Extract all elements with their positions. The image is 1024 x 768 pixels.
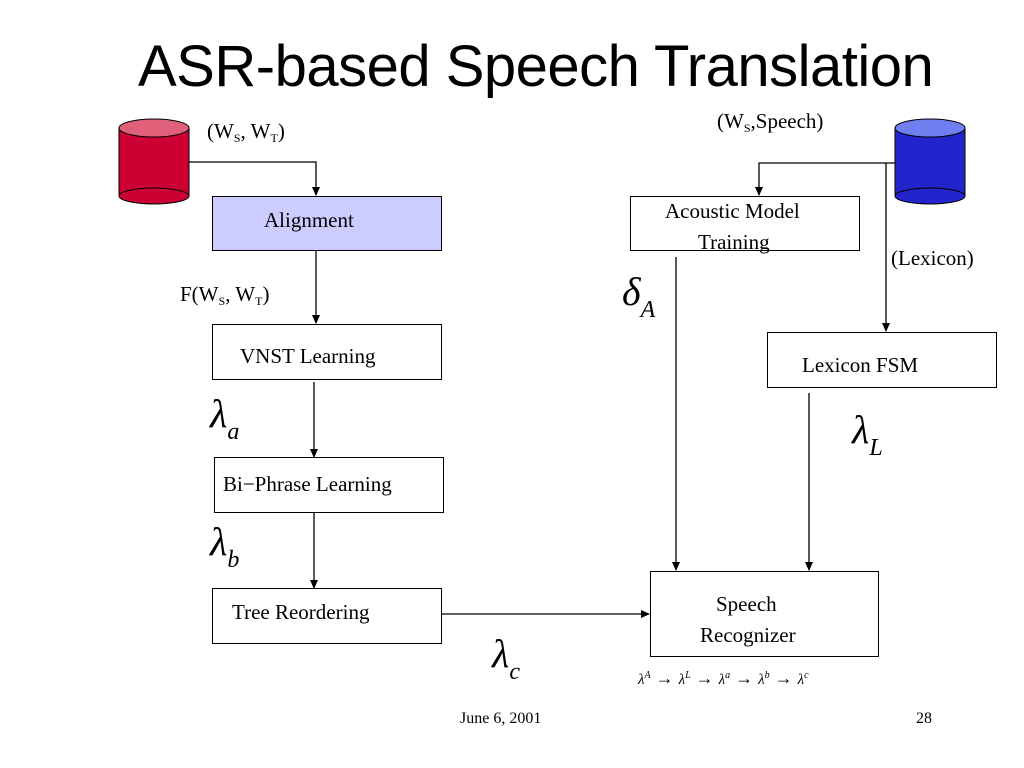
database-bottom (894, 187, 966, 205)
label-part: (W (207, 119, 234, 143)
composition-subscript: a (725, 670, 731, 681)
edge-db-to-alignment (189, 161, 320, 196)
acoustic-model-training-box (630, 196, 860, 251)
lexicon-fsm-label: Lexicon FSM (802, 353, 919, 377)
slide-page-number: 28 (916, 710, 932, 727)
composition-subscript: c (804, 670, 809, 681)
composition-arrow: → (735, 668, 754, 688)
alignment-label: Alignment (264, 208, 354, 232)
symbol-glyph: λ (210, 519, 228, 564)
database-body (119, 128, 189, 196)
f-ws-wt-label: F(WS, WT) (180, 281, 269, 314)
symbol-subscript: A (640, 297, 656, 323)
composition-sequence: λA→λL→λa→λb→λc (638, 668, 809, 689)
ws-speech-label: (WS,Speech) (717, 108, 823, 141)
connectors (189, 161, 895, 618)
tree-reordering-label: Tree Reordering (232, 600, 370, 624)
speech-recognizer-box (650, 571, 879, 657)
symbol-subscript: b (227, 547, 240, 573)
composition-arrow: → (655, 668, 674, 688)
label-part: ) (277, 119, 285, 143)
biphrase-learning-box (214, 457, 444, 513)
label-part: F(W (180, 282, 219, 306)
acoustic-model-label-line1: Acoustic Model (665, 199, 800, 223)
composition-subscript: L (685, 670, 691, 681)
composition-glyph: λ (678, 672, 686, 688)
composition-subscript: A (644, 670, 651, 681)
slide-date: June 6, 2001 (460, 710, 542, 727)
symbol-subscript: c (509, 659, 520, 685)
symbol-glyph: λ (492, 631, 510, 676)
lambda-c-symbol: λc (492, 630, 520, 686)
composition-subscript: b (764, 670, 770, 681)
label-part: ,Speech) (750, 109, 824, 133)
symbol-glyph: λ (210, 391, 228, 436)
label-subscript: S (743, 121, 751, 135)
alignment-box (212, 196, 442, 251)
ws-wt-label: (WS, WT) (207, 118, 285, 151)
symbol-subscript: L (869, 435, 883, 461)
edge-db-to-acoustic (755, 162, 895, 196)
vnst-learning-label: VNST Learning (240, 344, 376, 368)
label-part: ) (262, 282, 270, 306)
label-subscript: S (233, 131, 241, 145)
label-subscript: T (270, 131, 278, 145)
label-part: (W (717, 109, 744, 133)
database-bottom (118, 187, 190, 205)
vnst-learning-box (212, 324, 442, 380)
lambda-b-symbol: λb (210, 518, 239, 574)
database-top (894, 118, 966, 138)
acoustic-model-label-line2: Training (698, 230, 770, 254)
speech-database-icon (894, 118, 966, 205)
symbol-glyph: λ (852, 407, 870, 452)
tree-reordering-box (212, 588, 442, 644)
composition-glyph: λ (638, 672, 645, 688)
symbol-glyph: δ (622, 269, 641, 314)
label-subscript: T (255, 294, 263, 308)
composition-glyph: λ (758, 672, 765, 688)
composition-glyph: λ (718, 672, 726, 688)
delta-a-symbol: δA (622, 268, 655, 324)
database-top (118, 118, 190, 138)
lambda-a-symbol: λa (210, 390, 239, 446)
source-target-database-icon (118, 118, 190, 205)
slide-title: ASR-based Speech Translation (138, 34, 934, 99)
lambda-l-symbol: λL (852, 406, 883, 462)
lexicon-edge-label: (Lexicon) (891, 246, 974, 270)
speech-recognizer-label-line2: Recognizer (700, 623, 796, 647)
composition-arrow: → (774, 668, 793, 688)
composition-arrow: → (695, 668, 714, 688)
label-subscript: S (218, 294, 226, 308)
speech-recognizer-label-line1: Speech (716, 592, 777, 616)
composition-glyph: λ (797, 672, 805, 688)
symbol-subscript: a (227, 419, 240, 445)
label-part: , W (225, 282, 256, 306)
lexicon-fsm-box (767, 332, 997, 388)
database-body (895, 128, 965, 196)
label-part: , W (240, 119, 271, 143)
biphrase-learning-label: Bi−Phrase Learning (223, 472, 392, 496)
